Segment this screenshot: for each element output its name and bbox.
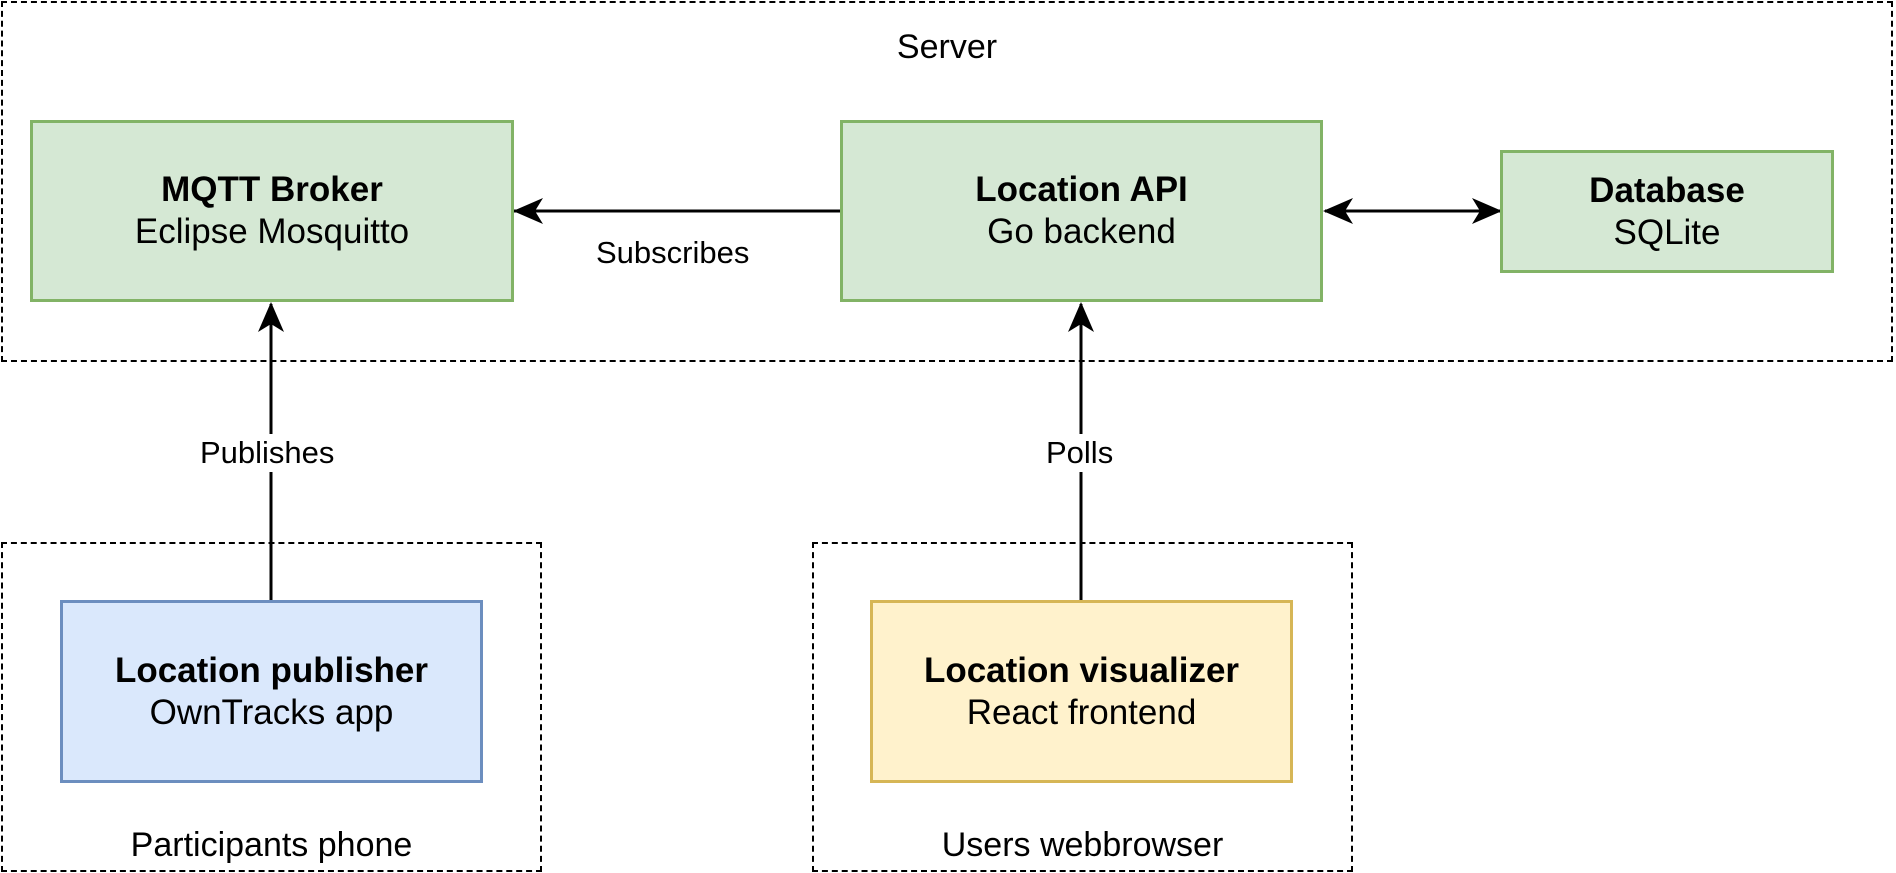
- node-title: Location API: [975, 170, 1188, 209]
- location-api-node[interactable]: Location API Go backend: [840, 120, 1323, 302]
- node-subtitle: OwnTracks app: [149, 692, 394, 732]
- edge-label-publishes: Publishes: [196, 434, 339, 472]
- database-node[interactable]: Database SQLite: [1500, 150, 1834, 273]
- edge-label-polls: Polls: [1042, 434, 1118, 472]
- node-title: Location visualizer: [923, 650, 1240, 690]
- server-group-label: Server: [896, 28, 998, 66]
- edge-label-subscribes: Subscribes: [596, 235, 750, 270]
- mqtt-broker-node[interactable]: MQTT Broker Eclipse Mosquitto: [30, 120, 514, 302]
- node-subtitle: Go backend: [987, 212, 1176, 251]
- node-title: Database: [1589, 170, 1745, 210]
- arrowhead-left-icon: [513, 198, 543, 224]
- node-subtitle: React frontend: [966, 692, 1197, 732]
- arrowhead-left-icon: [1323, 198, 1353, 224]
- edge-subscribes: [513, 198, 841, 224]
- node-title: MQTT Broker: [161, 170, 383, 209]
- phone-group-label: Participants phone: [130, 826, 413, 864]
- browser-group-label: Users webbrowser: [941, 826, 1224, 864]
- node-title: Location publisher: [114, 650, 429, 690]
- node-subtitle: SQLite: [1613, 212, 1721, 252]
- server-group: Server: [1, 1, 1893, 362]
- arrowhead-up-icon: [258, 302, 284, 332]
- location-publisher-node[interactable]: Location publisher OwnTracks app: [60, 600, 483, 783]
- location-visualizer-node[interactable]: Location visualizer React frontend: [870, 600, 1293, 783]
- edge-api-database: [1323, 198, 1502, 224]
- arrowhead-right-icon: [1472, 198, 1502, 224]
- node-subtitle: Eclipse Mosquitto: [134, 212, 410, 251]
- arrowhead-up-icon: [1068, 302, 1094, 332]
